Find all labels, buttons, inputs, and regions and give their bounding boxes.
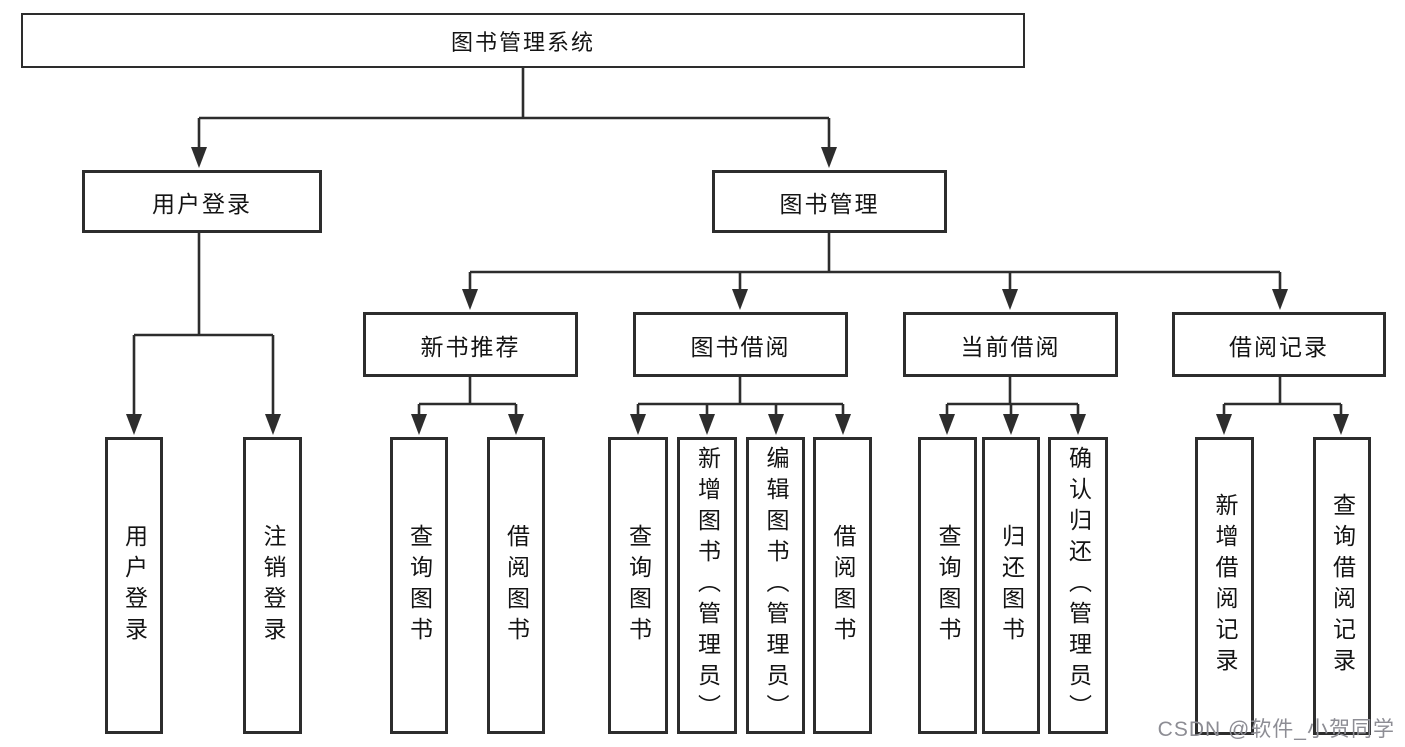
leaf-add-borrow-record-label: 新增借阅记录 (1212, 493, 1238, 679)
leaf-query-borrow-record-label: 查询借阅记录 (1329, 493, 1356, 679)
node-current-borrowing: 当前借阅 (903, 312, 1118, 377)
leaf-return-books-label: 归还图书 (998, 523, 1025, 648)
leaf-add-books-admin-label: 新增图书（管理员） (694, 446, 721, 725)
node-book-borrowing: 图书借阅 (633, 312, 848, 377)
leaf-borrow-books-recommend: 借阅图书 (487, 437, 545, 734)
leaf-query-books-current: 查询图书 (918, 437, 977, 734)
node-book-management: 图书管理 (712, 170, 947, 233)
node-user-login: 用户登录 (82, 170, 322, 233)
leaf-confirm-return-admin: 确认归还（管理员） (1048, 437, 1108, 734)
leaf-user-login-label: 用户登录 (121, 523, 148, 648)
leaf-query-books-recommend: 查询图书 (390, 437, 448, 734)
node-new-book-recommendation: 新书推荐 (363, 312, 578, 377)
leaf-borrow-books: 借阅图书 (813, 437, 872, 734)
leaf-query-books-borrow-label: 查询图书 (625, 523, 652, 648)
leaf-query-books-current-label: 查询图书 (935, 523, 961, 648)
node-current-borrowing-label: 当前借阅 (960, 333, 1061, 360)
leaf-add-books-admin: 新增图书（管理员） (677, 437, 737, 734)
leaf-logout: 注销登录 (243, 437, 302, 734)
leaf-edit-books-admin-label: 编辑图书（管理员） (763, 446, 789, 725)
leaf-logout-label: 注销登录 (260, 523, 286, 648)
node-library-management-system: 图书管理系统 (21, 13, 1025, 68)
node-book-management-label: 图书管理 (779, 190, 880, 217)
node-borrowing-records: 借阅记录 (1172, 312, 1386, 377)
node-borrowing-records-label: 借阅记录 (1229, 333, 1329, 360)
node-new-book-recommendation-label: 新书推荐 (420, 333, 521, 360)
leaf-query-books-borrow: 查询图书 (608, 437, 668, 734)
leaf-confirm-return-admin-label: 确认归还（管理员） (1065, 446, 1092, 725)
node-library-management-system-label: 图书管理系统 (450, 29, 595, 55)
leaf-query-books-recommend-label: 查询图书 (406, 523, 433, 648)
leaf-add-borrow-record: 新增借阅记录 (1195, 437, 1254, 735)
node-book-borrowing-label: 图书借阅 (690, 333, 791, 360)
leaf-edit-books-admin: 编辑图书（管理员） (746, 437, 805, 734)
leaf-user-login: 用户登录 (105, 437, 163, 734)
leaf-return-books: 归还图书 (982, 437, 1040, 734)
leaf-query-borrow-record: 查询借阅记录 (1313, 437, 1371, 735)
leaf-borrow-books-label: 借阅图书 (830, 523, 856, 648)
node-user-login-label: 用户登录 (152, 190, 252, 217)
leaf-borrow-books-recommend-label: 借阅图书 (503, 523, 530, 648)
